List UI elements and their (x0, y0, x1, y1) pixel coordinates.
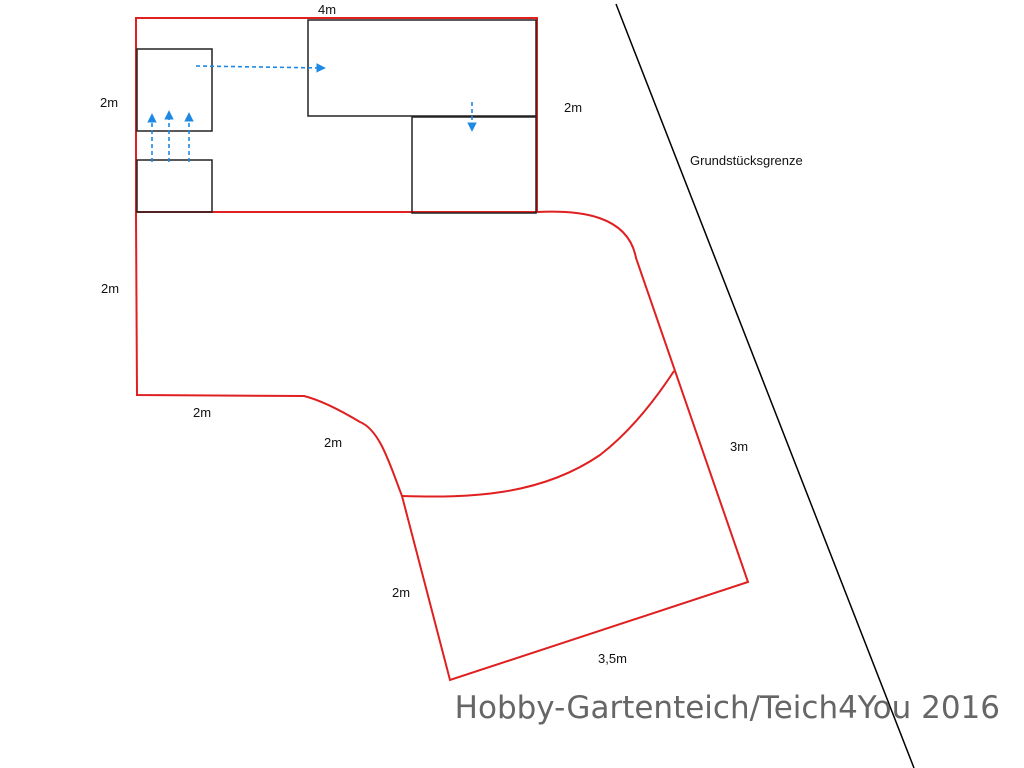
dimension-bottom: 3,5m (598, 651, 627, 666)
pond-outline (135, 17, 750, 682)
filter-box-lower-right (411, 116, 537, 214)
watermark-text: Hobby-Gartenteich/Teich4You 2016 (454, 690, 1000, 726)
property-boundary-label: Grundstücksgrenze (690, 153, 803, 168)
dimension-bottom-left: 2m (193, 405, 211, 420)
dimension-curve-left: 2m (324, 435, 342, 450)
pond-curve-divider (401, 370, 675, 498)
property-boundary-line (615, 3, 915, 768)
filter-box-upper-left (136, 48, 213, 132)
filter-box-lower-left (136, 159, 213, 213)
dimension-lower-left-side: 2m (392, 585, 410, 600)
dimension-right-side: 3m (730, 439, 748, 454)
dimension-left-upper: 2m (100, 95, 118, 110)
dimension-right-upper: 2m (564, 100, 582, 115)
filter-box-top-right (307, 19, 537, 117)
dimension-top-width: 4m (318, 2, 336, 17)
flow-arrow-right (195, 63, 326, 73)
dimension-left-lower: 2m (101, 281, 119, 296)
